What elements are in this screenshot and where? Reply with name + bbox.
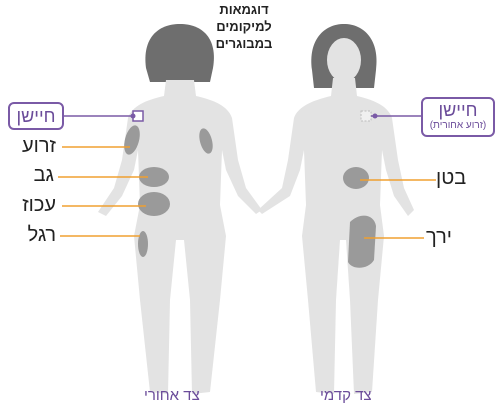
title-line-2: למיקומים bbox=[184, 19, 304, 34]
front-view-caption: צד קדמי bbox=[320, 387, 372, 404]
label-thigh: ירך bbox=[426, 226, 452, 249]
back-sensor-callout: חיישן bbox=[8, 102, 64, 130]
label-buttock: עכוז bbox=[22, 194, 56, 217]
leader-back-sensor-dot bbox=[131, 114, 136, 119]
back-figure-body bbox=[98, 80, 262, 394]
front-sensor-callout: חיישן (זרוע אחורית) bbox=[421, 97, 495, 137]
label-leg: רגל bbox=[28, 224, 56, 247]
front-thigh-site bbox=[348, 216, 376, 268]
back-view-figure bbox=[98, 24, 262, 394]
front-sensor-callout-sublabel: (זרוע אחורית) bbox=[423, 120, 493, 132]
back-sensor-callout-label: חיישן bbox=[16, 106, 55, 126]
label-back: גב bbox=[34, 164, 54, 187]
title-line-3: במבוגרים bbox=[184, 36, 304, 51]
front-abdomen-site bbox=[343, 167, 369, 189]
front-figure-face bbox=[327, 38, 361, 82]
front-figure-body bbox=[258, 78, 414, 394]
label-abdomen: בטן bbox=[436, 167, 466, 190]
back-view-caption: צד אחורי bbox=[144, 387, 200, 404]
front-sensor-marker bbox=[361, 111, 371, 121]
front-sensor-callout-label: חיישן bbox=[423, 100, 493, 120]
back-buttock-site bbox=[138, 192, 170, 216]
front-view-figure bbox=[258, 24, 414, 394]
title-line-1: דוגמאות bbox=[184, 2, 304, 17]
label-arm: זרוע bbox=[22, 135, 56, 158]
leader-front-sensor-dot bbox=[373, 114, 378, 119]
back-leg-site bbox=[138, 231, 148, 257]
